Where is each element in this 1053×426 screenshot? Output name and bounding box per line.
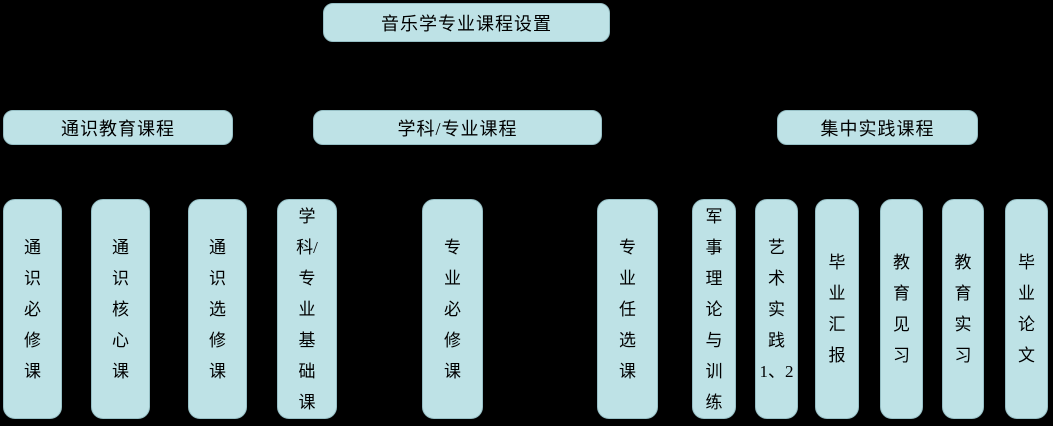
course-node-discipline-foundation: 学 科/ 专 业 基 础 课 bbox=[277, 199, 337, 419]
course-node-general-required: 通 识 必 修 课 bbox=[3, 199, 62, 419]
course-node-education-observation: 教 育 见 习 bbox=[880, 199, 923, 419]
category-node-general-education: 通识教育课程 bbox=[3, 110, 233, 145]
course-node-major-elective: 专 业 任 选 课 bbox=[597, 199, 658, 419]
course-node-graduation-report: 毕 业 汇 报 bbox=[815, 199, 859, 419]
category-node-discipline-major: 学科/专业课程 bbox=[313, 110, 602, 145]
course-node-art-practice-1-2: 艺 术 实 践 1、2 bbox=[755, 199, 798, 419]
course-node-general-elective: 通 识 选 修 课 bbox=[188, 199, 247, 419]
course-node-general-core: 通 识 核 心 课 bbox=[91, 199, 150, 419]
course-node-education-internship: 教 育 实 习 bbox=[942, 199, 984, 419]
course-node-military-theory-training: 军 事 理 论 与 训 练 bbox=[692, 199, 736, 419]
category-node-concentrated-practice: 集中实践课程 bbox=[777, 110, 978, 145]
course-node-major-required: 专 业 必 修 课 bbox=[422, 199, 483, 419]
root-node-curriculum-title: 音乐学专业课程设置 bbox=[323, 3, 610, 42]
course-node-graduation-thesis: 毕 业 论 文 bbox=[1005, 199, 1048, 419]
